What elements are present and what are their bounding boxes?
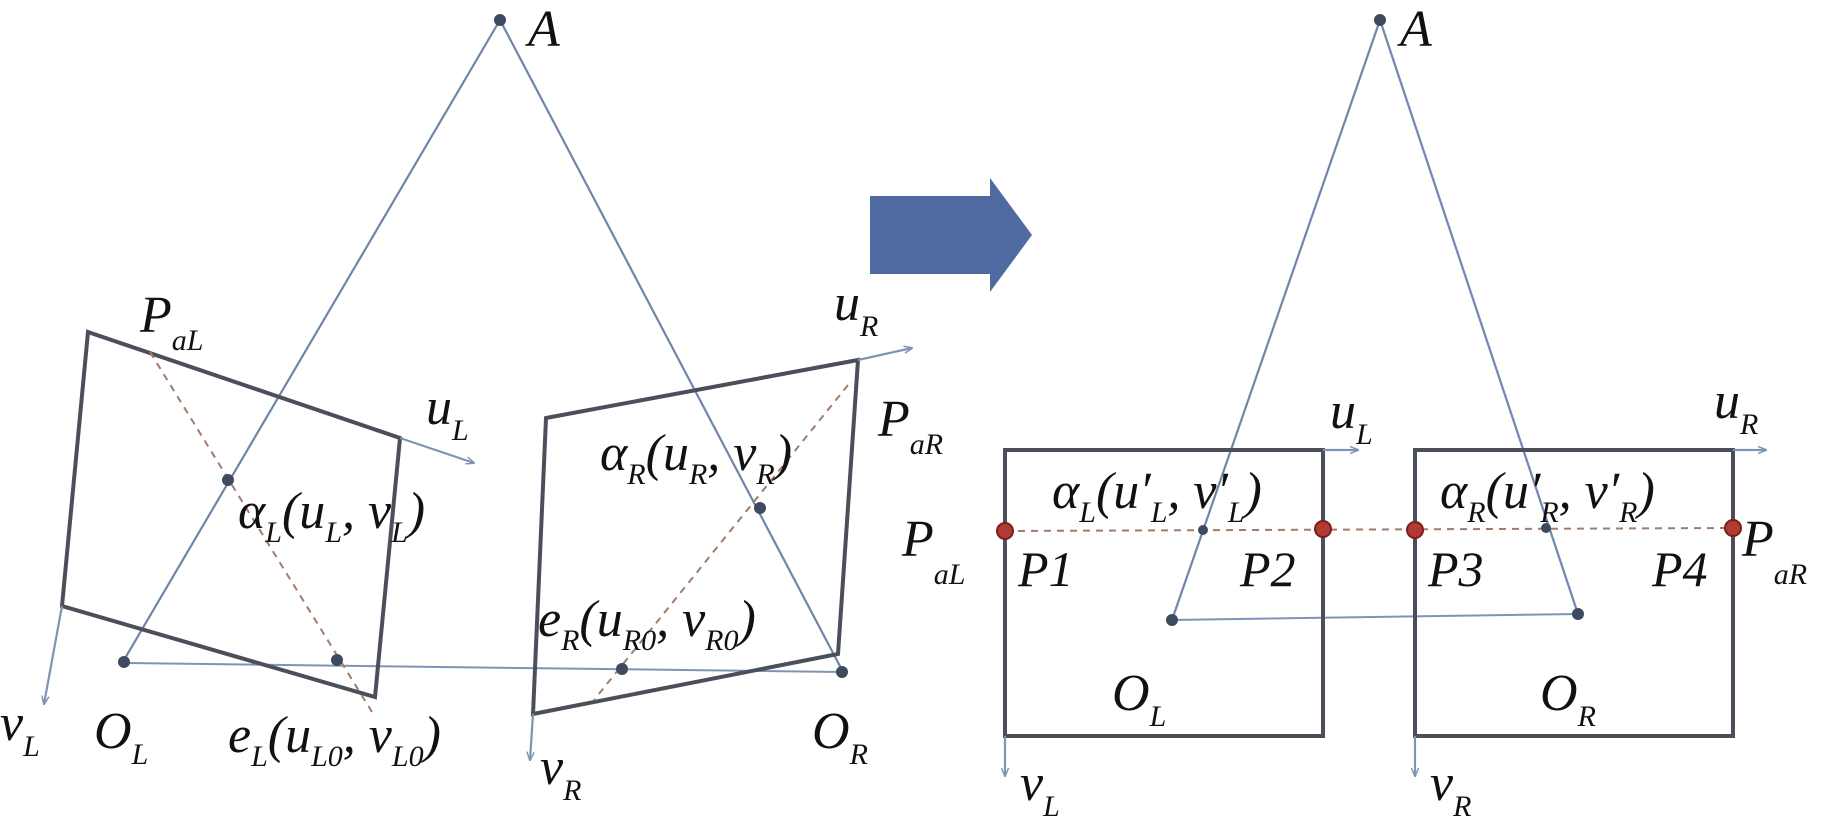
- right-v-axis: [530, 713, 533, 760]
- ul-label-left: uL: [426, 379, 469, 447]
- e-l-label-left: eL(uL0, vL0): [228, 707, 441, 773]
- point-alpha-l-rect: [1198, 525, 1208, 535]
- right-rectified-plane: [1413, 448, 1735, 738]
- ray-a-to-or-rect: [1378, 19, 1580, 615]
- point-ol-left: [118, 656, 130, 668]
- point-alpha-r: [754, 502, 766, 514]
- alpha-l-label-left: αL(uL, vL): [238, 483, 425, 549]
- or-label-right: OR: [1540, 665, 1596, 733]
- point-ol-right: [1166, 614, 1178, 626]
- point-alpha-l: [222, 474, 234, 486]
- marker-p3: [1406, 521, 1424, 539]
- vr-label-left: vR: [540, 739, 581, 807]
- par-label-left: PaR: [877, 391, 943, 461]
- left-epipolar-dash: [149, 351, 373, 713]
- point-or-right: [1572, 608, 1584, 620]
- left-rectified-plane: [1003, 448, 1325, 738]
- par-label-right: PaR: [1741, 511, 1807, 591]
- vr-label-right: vR: [1430, 755, 1471, 822]
- apex-label-right: A: [1397, 1, 1432, 58]
- point-e-l: [331, 654, 343, 666]
- left-v-axis: [44, 605, 64, 704]
- point-or-left: [836, 666, 848, 678]
- marker-p1: [996, 522, 1014, 540]
- left-panel: A PaL PaR uL vL uR vR OL OR αL(uL, vL) α…: [0, 1, 943, 807]
- point-e-r: [616, 663, 628, 675]
- right-panel: A uL uR vL vR PaL PaR P1 P2 P3 P4 OL OR: [901, 1, 1807, 822]
- pal-label-right: PaL: [901, 511, 965, 591]
- ur-label-right: uR: [1714, 373, 1758, 441]
- alpha-r-label-right: αR(u′R, v′R): [1440, 463, 1655, 529]
- right-image-plane: [530, 357, 861, 717]
- e-r-label-left: eR(uR0, vR0): [538, 591, 756, 657]
- point-alpha-r-rect: [1541, 523, 1551, 533]
- marker-p2: [1314, 520, 1332, 538]
- right-epipolar-dash: [593, 384, 849, 701]
- ray-a-to-ol: [123, 19, 501, 661]
- p1-label: P1: [1017, 541, 1074, 597]
- alpha-l-label-right: αL(u′L, v′L): [1052, 463, 1262, 529]
- ray-a-to-ol-rect: [1170, 19, 1382, 621]
- baseline-ol-or: [123, 662, 843, 673]
- rectified-epipolar-dash: [1004, 527, 1734, 532]
- left-u-axis: [399, 436, 474, 463]
- ol-label-right: OL: [1112, 665, 1166, 733]
- p3-label: P3: [1427, 541, 1484, 597]
- right-u-axis: [857, 348, 912, 362]
- vl-label-right: vL: [1020, 755, 1060, 822]
- apex-label-left: A: [525, 1, 560, 58]
- left-image-plane: [59, 329, 403, 700]
- marker-p4: [1724, 519, 1742, 537]
- transform-arrow: [870, 178, 1032, 292]
- ray-a-to-or: [499, 19, 843, 671]
- or-label-left: OR: [812, 703, 868, 771]
- vl-label-left: vL: [0, 695, 40, 763]
- p4-label: P4: [1651, 541, 1708, 597]
- alpha-r-label-left: αR(uR, vR): [600, 425, 792, 491]
- ur-label-left: uR: [834, 275, 878, 343]
- pal-label-left: PaL: [139, 287, 203, 357]
- p2-label: P2: [1239, 541, 1296, 597]
- point-a-left: [494, 14, 506, 26]
- baseline-ol-or-rect: [1171, 613, 1579, 621]
- point-a-right: [1374, 14, 1386, 26]
- ul-label-right: uL: [1330, 383, 1373, 451]
- ol-label-left: OL: [94, 703, 148, 771]
